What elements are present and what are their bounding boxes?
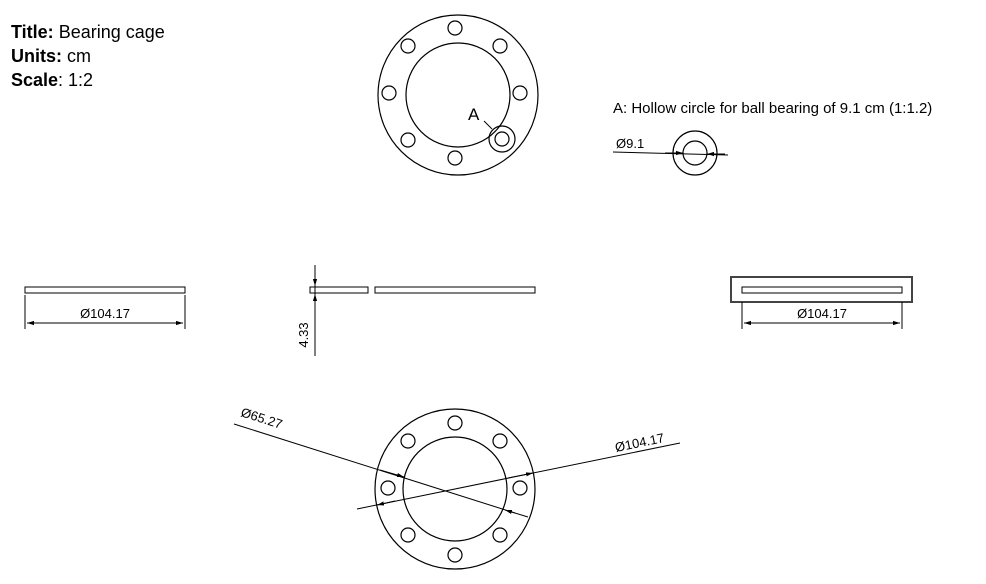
title-block: Title: Bearing cage Units: cm Scale: 1:2 (11, 20, 165, 92)
inner-diameter-arrow-b (504, 509, 529, 518)
scale-row: Scale: 1:2 (11, 68, 165, 92)
units-label: Units: (11, 46, 62, 66)
title-row: Title: Bearing cage (11, 20, 165, 44)
top-hole (447, 150, 463, 166)
side-view-left (24, 286, 186, 329)
scale-label: Scale (11, 70, 59, 90)
bottom-hole (512, 480, 528, 496)
outer-diameter-arrow-b (507, 472, 534, 479)
top-hole (512, 85, 528, 101)
top-detail-hole (494, 131, 510, 147)
top-view (377, 14, 539, 176)
side-right-plate (741, 286, 903, 294)
detail-marker: A (468, 105, 480, 124)
detail-note: A: Hollow circle for ball bearing of 9.1… (613, 100, 933, 117)
detail-diameter-label: Ø9.1 (616, 136, 644, 151)
top-hole (400, 38, 416, 54)
top-outer-circle (377, 14, 539, 176)
side-left-diameter-label: Ø104.17 (80, 306, 130, 321)
side-left-plate (24, 286, 186, 294)
title-label: Title: (11, 22, 54, 42)
bottom-hole (400, 527, 416, 543)
side-right-frame (730, 276, 913, 303)
detail-a-view (612, 130, 729, 176)
outer-diameter-arrow-a (376, 500, 396, 506)
bottom-outer-circle (374, 408, 536, 570)
bottom-view (233, 408, 681, 570)
top-hole (447, 20, 463, 36)
bottom-hole (400, 433, 416, 449)
units-row: Units: cm (11, 44, 165, 68)
inner-diameter-arrow-a (379, 469, 405, 478)
title-value: Bearing cage (58, 22, 165, 42)
side-right-diameter-label: Ø104.17 (797, 306, 847, 321)
units-value: cm (67, 46, 92, 66)
top-inner-circle (405, 42, 511, 148)
side-view-middle (309, 265, 536, 356)
side-view-right (730, 276, 913, 329)
bottom-hole (492, 527, 508, 543)
bottom-inner-circle (402, 436, 508, 542)
thickness-label: 4.33 (296, 322, 311, 347)
top-detail-circle (488, 125, 516, 153)
top-hole (381, 85, 397, 101)
bottom-hole (447, 415, 463, 431)
middle-plate-right (374, 286, 536, 294)
top-hole (492, 38, 508, 54)
bottom-hole (380, 480, 396, 496)
detail-inner-circle (682, 140, 708, 166)
middle-plate-left (309, 286, 369, 294)
scale-value: : 1:2 (58, 70, 94, 90)
inner-diameter-line (233, 423, 516, 514)
detail-leader (483, 120, 493, 130)
top-hole (400, 132, 416, 148)
bottom-hole (447, 547, 463, 563)
bottom-hole (492, 433, 508, 449)
